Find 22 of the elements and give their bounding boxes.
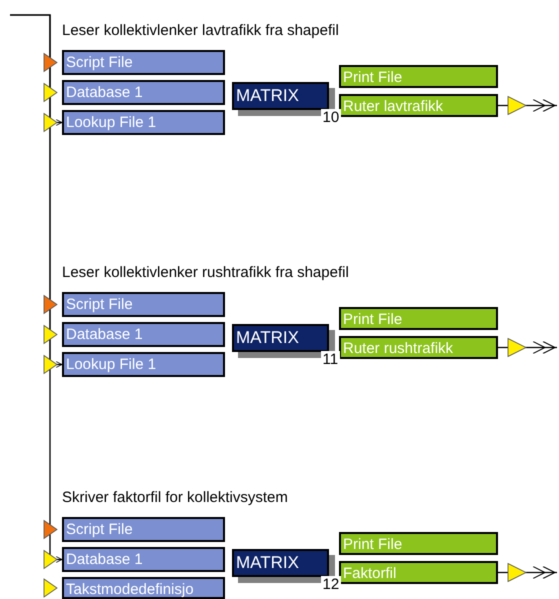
output-file-box: Faktorfil (339, 561, 498, 584)
input-file-box: Takstmodedefinisjo (62, 577, 225, 599)
output-file-box: Print File (339, 65, 498, 88)
group-heading: Skriver faktorfil for kollektivsystem (62, 489, 288, 506)
connector-line (498, 341, 557, 354)
group-heading: Leser kollektivlenker rushtrafikk fra shapefil (62, 264, 349, 281)
output-file-box: Ruter lavtrafikk (339, 94, 498, 117)
input-file-box: Script File (62, 50, 225, 75)
input-file-box: Lookup File 1 (62, 352, 225, 377)
input-file-box: Lookup File 1 (62, 110, 225, 135)
connector-line (10, 14, 62, 563)
connector-line (498, 566, 557, 579)
group-heading: Leser kollektivlenker lavtrafikk fra shapefil (62, 22, 339, 39)
connector-line (498, 99, 557, 112)
input-file-box: Database 1 (62, 80, 225, 105)
input-file-box: Database 1 (62, 322, 225, 347)
input-file-box: Script File (62, 517, 225, 542)
input-file-box: Database 1 (62, 547, 225, 572)
output-file-box: Print File (339, 532, 498, 555)
input-file-box: Script File (62, 292, 225, 317)
output-file-box: Print File (339, 307, 498, 330)
output-file-box: Ruter rushtrafikk (339, 336, 498, 359)
